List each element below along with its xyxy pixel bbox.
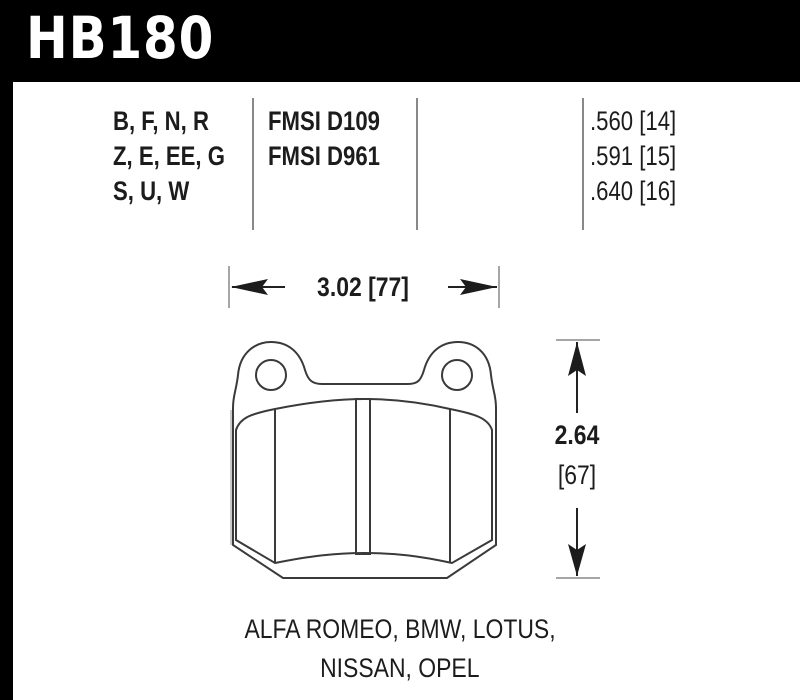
height-dimension-mm: [67] xyxy=(557,460,597,490)
arrow-up-icon xyxy=(568,342,586,376)
vehicle-makes-text-2: NISSAN, OPEL xyxy=(320,653,480,683)
column-divider-1 xyxy=(252,98,254,230)
left-border xyxy=(0,0,13,700)
thickness-value-1: .560 [14] xyxy=(590,106,677,136)
height-dimension-inches: 2.64 xyxy=(554,420,600,450)
fmsi-code-2: FMSI D961 xyxy=(268,141,380,171)
arrow-right-icon xyxy=(460,279,497,295)
thickness-value-3: .640 [16] xyxy=(590,176,677,206)
column-divider-2 xyxy=(416,98,418,230)
vehicle-makes-line-2: NISSAN, OPEL xyxy=(0,648,800,688)
arrow-left-icon xyxy=(231,279,268,295)
thickness-value-2: .591 [15] xyxy=(590,141,677,171)
part-number-title: HB180 xyxy=(26,4,215,72)
arrow-down-icon xyxy=(568,544,586,576)
compound-codes-line-2: Z, E, EE, G xyxy=(113,141,225,171)
height-dimension xyxy=(556,339,600,579)
pad-outline xyxy=(230,340,497,579)
mounting-hole-left xyxy=(255,359,287,391)
width-dimension-label: 3.02 [77] xyxy=(317,272,409,302)
column-divider-3 xyxy=(582,98,584,230)
width-dimension xyxy=(228,266,500,308)
mounting-hole-right xyxy=(441,359,473,391)
compound-codes-line-3: S, U, W xyxy=(113,176,190,206)
vehicle-makes-line-1: ALFA ROMEO, BMW, LOTUS, xyxy=(0,609,800,649)
fmsi-code-1: FMSI D109 xyxy=(268,106,380,136)
header-band xyxy=(0,0,800,82)
pad-slot xyxy=(355,398,371,555)
compound-codes-line-1: B, F, N, R xyxy=(113,106,209,136)
vehicle-makes-text-1: ALFA ROMEO, BMW, LOTUS, xyxy=(244,614,556,644)
